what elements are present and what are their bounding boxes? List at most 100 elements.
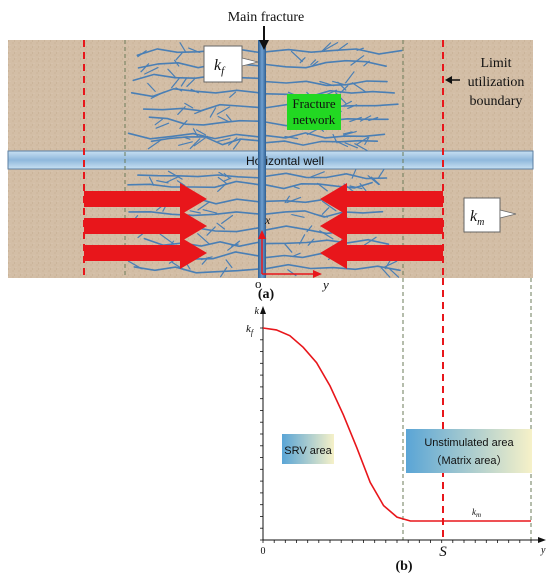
axis-y-label: y [321, 277, 329, 292]
fracture-twig [344, 142, 359, 149]
main-fracture [258, 40, 266, 278]
fracture-twig [159, 233, 175, 245]
srv-area-label-bg [282, 434, 334, 464]
fracture-twig [310, 59, 317, 66]
fracture-twig [336, 42, 348, 52]
fracture-twig [377, 167, 386, 179]
panel-b-label: (b) [395, 559, 412, 574]
svg-text:network: network [293, 112, 336, 127]
fracture-twig [291, 214, 305, 218]
fracture-twig [384, 260, 398, 268]
plot-y-axis-label: k [255, 306, 260, 317]
fracture-twig [354, 143, 368, 152]
fracture-twig [184, 102, 194, 109]
fracture-twig [342, 131, 353, 135]
fracture-branch [265, 48, 403, 55]
main-fracture-pointer-icon [259, 40, 269, 50]
fracture-twig [321, 207, 330, 215]
flow-arrows-left [84, 183, 207, 269]
fracture-twig [217, 176, 227, 184]
fracture-twig [313, 213, 328, 218]
fracture-twig [319, 80, 335, 87]
fracture-twig [351, 82, 366, 93]
svg-text:kf: kf [246, 323, 255, 337]
fracture-twig [175, 51, 184, 61]
fracture-twig [148, 176, 155, 186]
horizontal-well [7, 150, 534, 170]
local-axes [258, 230, 322, 278]
s-label: S [439, 544, 447, 560]
fracture-twig [147, 82, 156, 93]
fracture-twig [290, 50, 303, 63]
fracture-twig [370, 176, 380, 185]
fracture-twig [218, 171, 227, 177]
permeability-curve [262, 327, 531, 522]
fracture-twig [167, 170, 183, 180]
svg-text:kf: kf [214, 57, 226, 77]
fracture-twig [175, 87, 183, 92]
fracture-twig [171, 261, 185, 271]
fracture-twig [216, 222, 226, 230]
fracture-twig [286, 196, 302, 204]
fracture-twig [144, 66, 159, 75]
fracture-network-label-line1: Fracture [292, 96, 336, 111]
fracture-twig [389, 268, 400, 278]
srv-area-label: SRV area [284, 445, 332, 457]
fracture-branch [265, 139, 379, 146]
fracture-twig [306, 225, 313, 233]
plot-ticks [260, 327, 532, 543]
fracture-twig [179, 120, 188, 129]
fracture-twig [150, 91, 165, 100]
kf-callout: kf [203, 45, 259, 83]
fracture-branch [133, 266, 259, 274]
plot-km-label: k [472, 507, 477, 517]
fracture-twig [225, 114, 232, 122]
fracture-twig [216, 106, 231, 115]
main-fracture-label: Main fracture [228, 10, 305, 25]
plot-x-axis-arrow-icon [538, 537, 546, 543]
fracture-branch [265, 172, 388, 180]
fracture-twig [188, 47, 200, 54]
plot-km-subscript: m [476, 511, 481, 519]
fracture-twig [200, 256, 213, 261]
fracture-twig [342, 100, 352, 107]
fracture-twig [311, 60, 319, 67]
fracture-twig [174, 59, 180, 67]
fracture-twig [197, 201, 210, 211]
fracture-twig [201, 256, 209, 265]
fracture-twig [363, 60, 370, 67]
fracture-branch [265, 59, 387, 69]
fracture-twig [351, 168, 357, 179]
fracture-twig [321, 200, 337, 212]
panel-a-label: (a) [258, 287, 275, 302]
fracture-twig [349, 116, 362, 123]
unstimulated-area-label-bg [406, 429, 532, 473]
fracture-network-label-bg [287, 94, 341, 130]
fracture-twig [202, 209, 218, 214]
fracture-twig [339, 85, 349, 94]
fracture-twig [349, 185, 363, 190]
fracture-twig [347, 104, 358, 110]
fracture-twig [363, 236, 377, 246]
fracture-branch [265, 80, 388, 87]
fracture-twig [384, 259, 391, 270]
fracture-twig [189, 138, 201, 150]
fracture-twig [177, 106, 186, 116]
fracture-twig [186, 78, 195, 88]
fracture-twig [195, 129, 207, 136]
fracture-twig [182, 136, 191, 140]
fracture-twig [232, 138, 242, 150]
limit-boundary-label-line1: Limit [480, 56, 511, 71]
fracture-twig [332, 80, 347, 86]
plot-kf-tick-subscript: f [251, 328, 255, 337]
fracture-twig [217, 115, 230, 123]
fracture-twig [319, 230, 334, 240]
fracture-twig [323, 41, 339, 51]
fracture-twig [220, 266, 228, 278]
fracture-twig [359, 183, 367, 192]
fracture-branch [127, 180, 259, 189]
fracture-twig [137, 50, 147, 58]
fracture-twig [197, 233, 210, 245]
horizontal-well-label: Horizontal well [246, 154, 324, 168]
plot-x-origin-label: 0 [261, 546, 266, 557]
